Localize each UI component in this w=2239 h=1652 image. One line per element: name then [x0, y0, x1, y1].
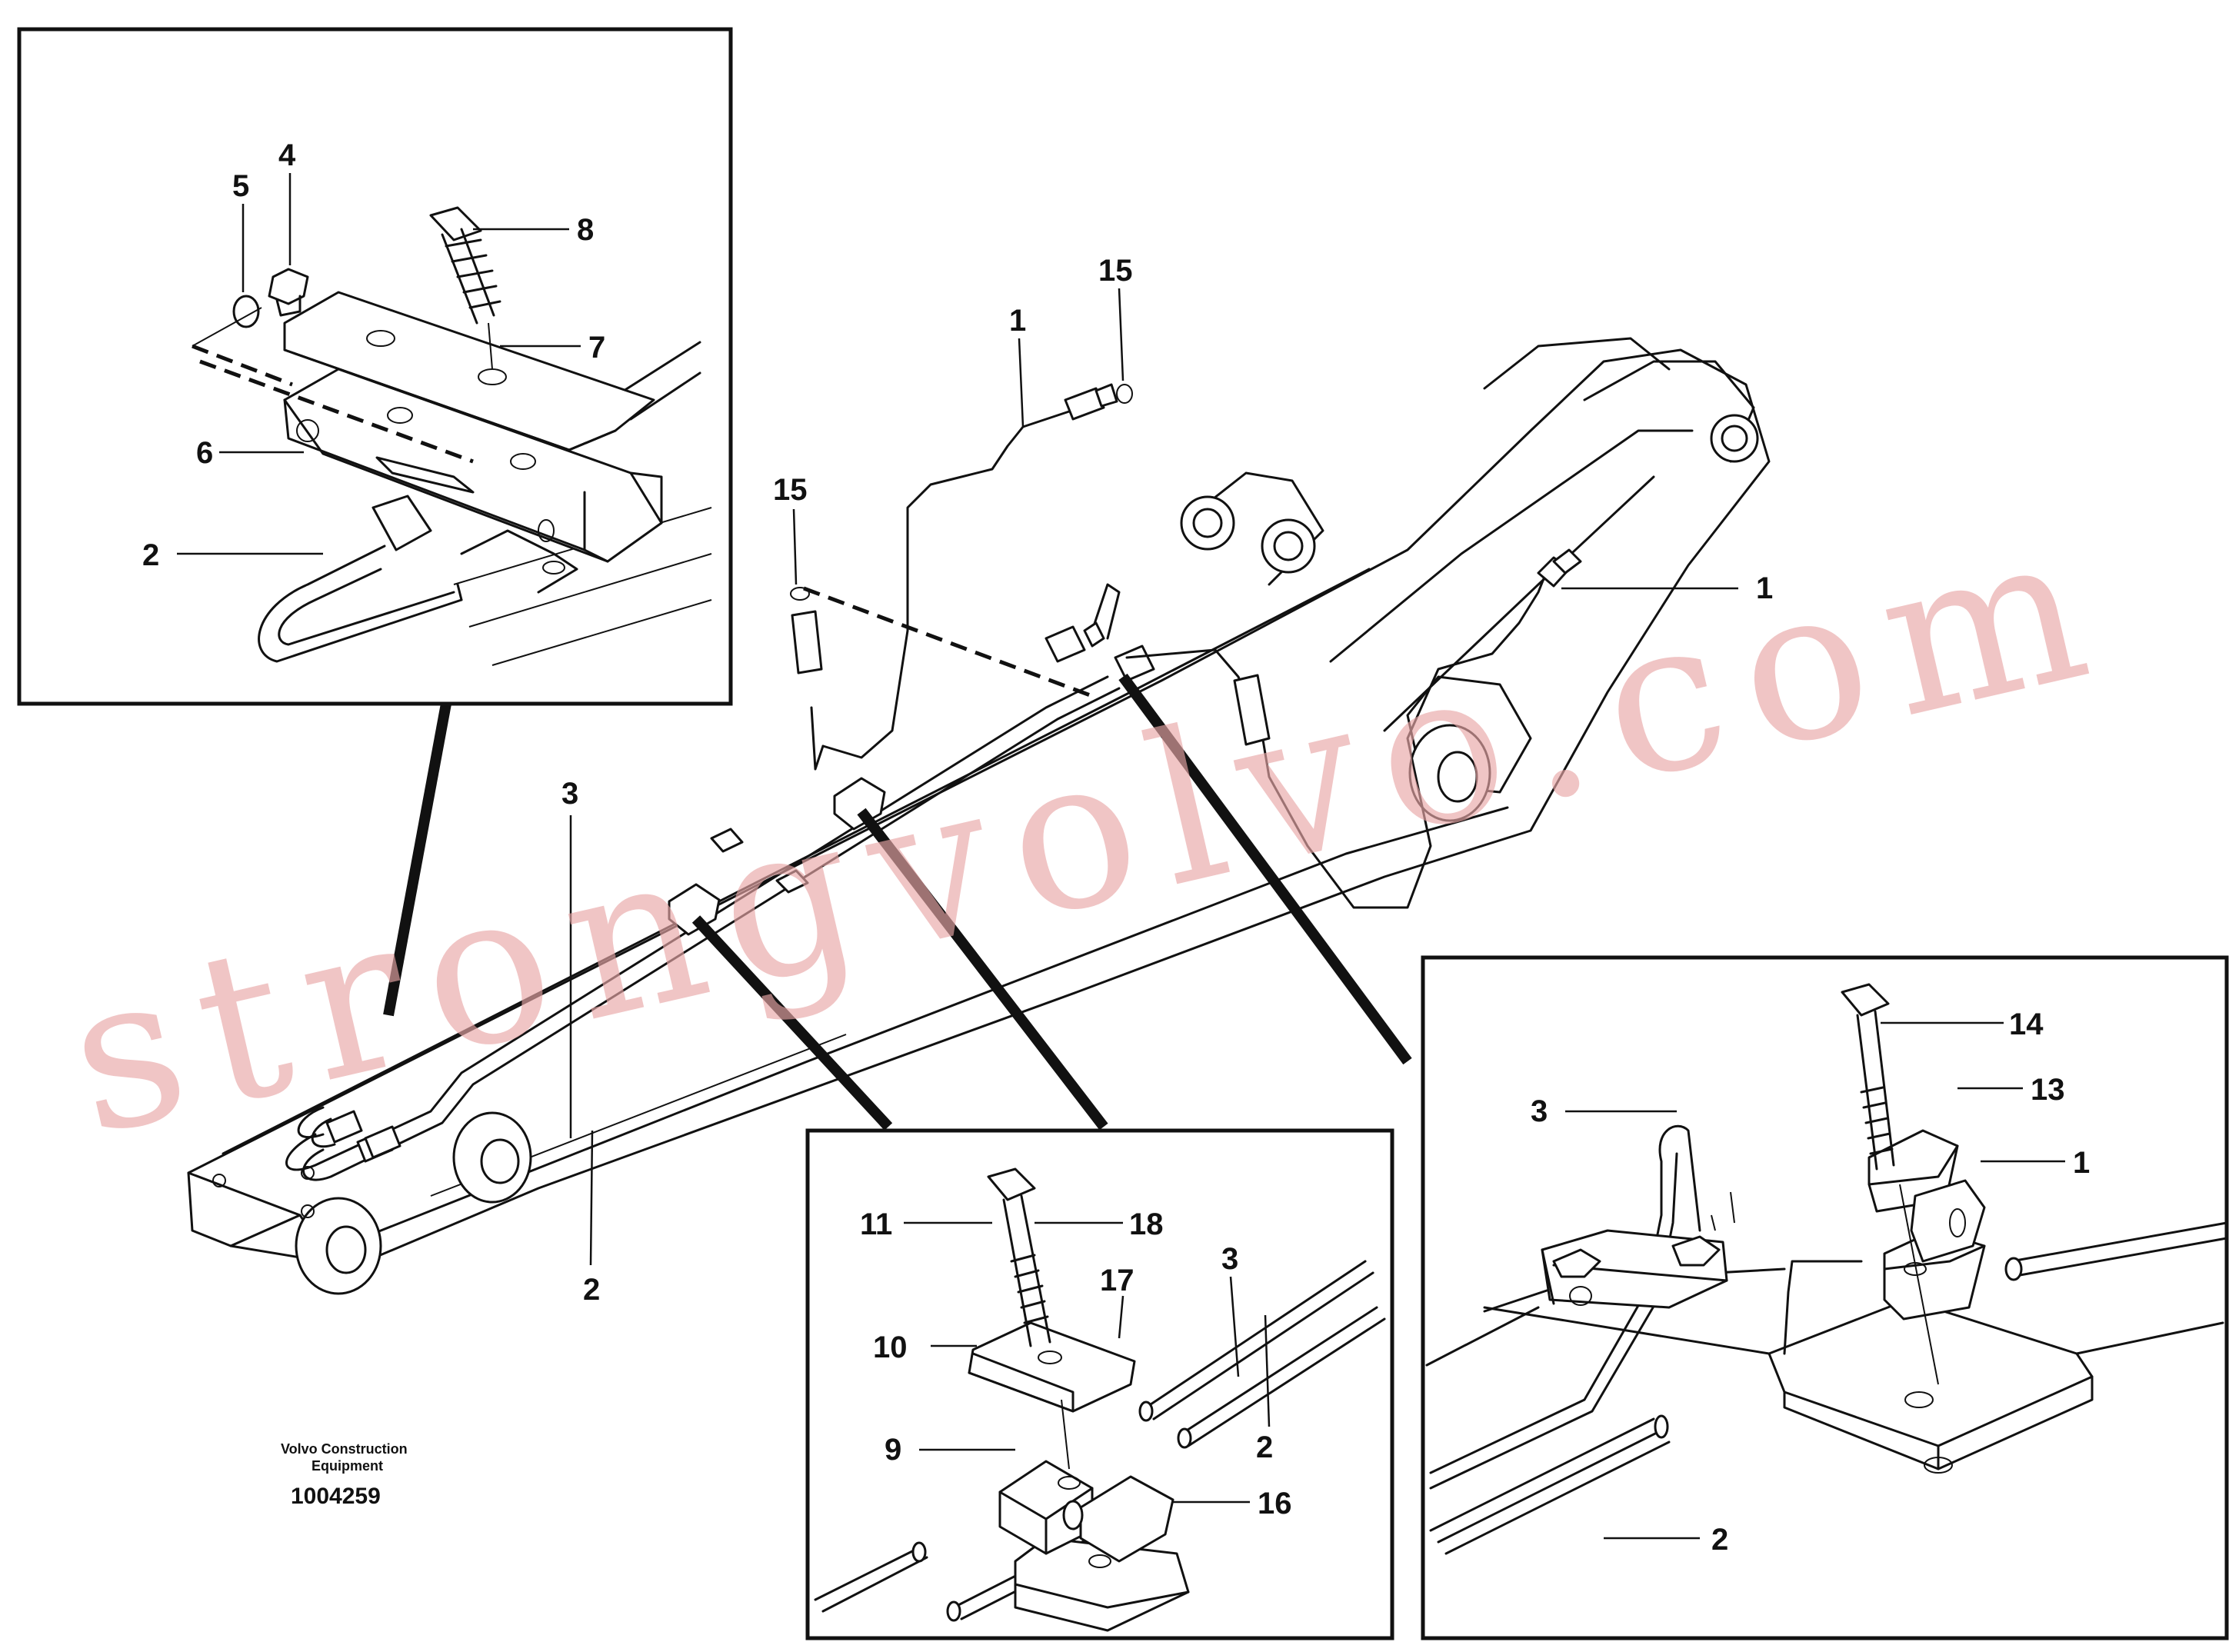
callout-2-inset-br: 2: [1711, 1523, 1728, 1557]
callout-14: 14: [2009, 1008, 2044, 1041]
callout-3-inset-br: 3: [1531, 1094, 1548, 1128]
callout-10: 10: [873, 1331, 908, 1364]
main-leaders: [569, 288, 1738, 1266]
callout-13: 13: [2031, 1073, 2065, 1107]
callout-15-left: 15: [773, 473, 808, 507]
inset-top-left: [17, 27, 733, 706]
callout-1-hose-top: 1: [1009, 304, 1026, 338]
callout-1-inset-br: 1: [2073, 1146, 2090, 1180]
caption-part-number: 1004259: [291, 1484, 381, 1509]
callout-4: 4: [278, 138, 296, 172]
callout-3-inset-bm: 3: [1221, 1242, 1238, 1276]
callout-5: 5: [232, 169, 249, 203]
caption-equipment: Equipment: [312, 1458, 383, 1474]
inset-leader-lines: [383, 673, 1412, 1131]
callout-2-main: 2: [583, 1273, 600, 1307]
callout-15-top: 15: [1098, 254, 1133, 288]
callout-labels: 1 15 15 1 3 2 5 4 8 7 6 2 11 18 17 3 10 …: [142, 138, 2090, 1557]
callout-18: 18: [1129, 1207, 1164, 1241]
inset-bottom-right: [1421, 955, 2229, 1640]
callout-8: 8: [577, 213, 594, 247]
callout-17: 17: [1100, 1264, 1134, 1297]
callout-2-inset-bm: 2: [1256, 1431, 1273, 1464]
callout-1-hose-right: 1: [1756, 571, 1773, 605]
callout-9: 9: [885, 1433, 901, 1467]
callout-3-main: 3: [561, 777, 578, 811]
caption-block: Volvo Construction Equipment 1004259: [281, 1441, 408, 1509]
callout-16: 16: [1258, 1487, 1292, 1520]
callout-6: 6: [196, 436, 213, 470]
boom-assembly: [187, 337, 1771, 1295]
caption-manufacturer: Volvo Construction: [281, 1441, 408, 1457]
inset-bottom-middle: [805, 1128, 1394, 1640]
callout-7: 7: [588, 331, 605, 365]
callout-11: 11: [860, 1207, 892, 1241]
callout-2-inset-tl: 2: [142, 538, 159, 572]
